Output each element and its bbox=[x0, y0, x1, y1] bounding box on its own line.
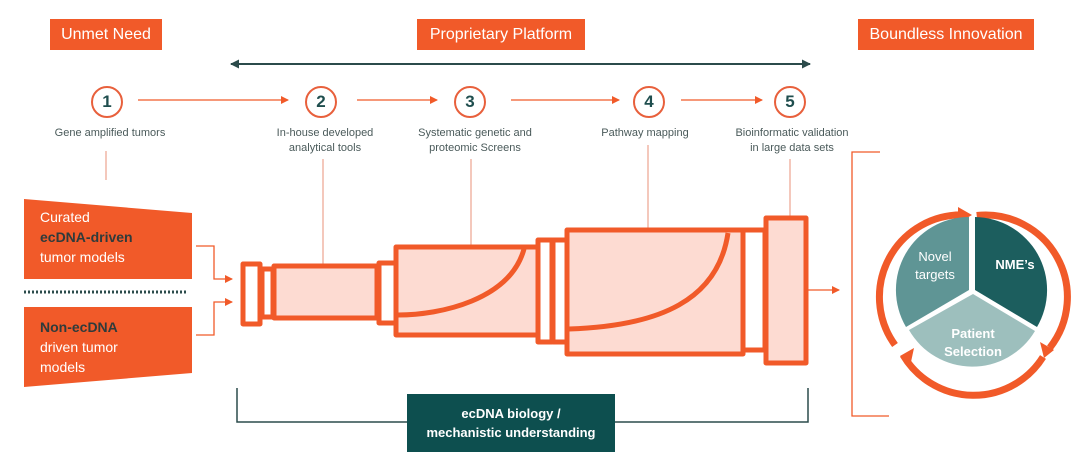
input-ecdna-line3: tumor models bbox=[40, 249, 125, 265]
step-label-3: Systematic genetic and proteomic Screens bbox=[405, 126, 545, 156]
input-trapezoid-ecdna bbox=[24, 199, 192, 279]
input-ecdna-text: Curated ecDNA-driven tumor models bbox=[40, 207, 133, 267]
step-label-2-line2: analytical tools bbox=[288, 142, 362, 154]
step-circle-5: 5 bbox=[774, 86, 806, 118]
cycle-label-nmes: NME’s bbox=[995, 257, 1035, 272]
step-label-1: Gene amplified tumors bbox=[40, 126, 180, 141]
input-arrow-bottom bbox=[196, 298, 233, 336]
bottom-bracket-right bbox=[615, 388, 809, 423]
header-unmet-need: Unmet Need bbox=[50, 19, 162, 50]
step-circle-2: 2 bbox=[305, 86, 337, 118]
cycle-label-patient-line2: Selection bbox=[944, 344, 1002, 359]
input-arrow-top bbox=[196, 245, 233, 283]
ecdna-biology-line2: mechanistic understanding bbox=[426, 425, 596, 440]
cycle-label-patient-selection: Patient Selection bbox=[937, 325, 1009, 361]
cycle-slice-nmes bbox=[975, 217, 1048, 327]
step-circle-4: 4 bbox=[633, 86, 665, 118]
cycle-label-novel-line1: Novel bbox=[918, 249, 952, 264]
step-label-5-line2: in large data sets bbox=[750, 142, 834, 154]
innovation-cycle bbox=[875, 207, 1071, 399]
cycle-label-novel-targets: Novel targets bbox=[905, 248, 965, 284]
step-label-1-line1: Gene amplified tumors bbox=[54, 127, 166, 139]
step-label-2: In-house developed analytical tools bbox=[260, 126, 390, 156]
header-boundless-innovation: Boundless Innovation bbox=[858, 19, 1034, 50]
step-circle-3: 3 bbox=[454, 86, 486, 118]
header-proprietary-platform: Proprietary Platform bbox=[417, 19, 585, 50]
step-label-3-line2: proteomic Screens bbox=[429, 142, 521, 154]
output-bracket bbox=[851, 151, 889, 417]
input-ecdna-line1: Curated bbox=[40, 209, 90, 225]
input-non-ecdna-line3: models bbox=[40, 359, 86, 375]
ecdna-biology-line1: ecDNA biology / bbox=[461, 406, 561, 421]
input-trapezoid-non-ecdna bbox=[24, 307, 192, 387]
step-label-5: Bioinformatic validation in large data s… bbox=[727, 126, 857, 156]
input-non-ecdna-line2: driven tumor bbox=[40, 339, 118, 355]
cycle-label-novel-line2: targets bbox=[915, 267, 955, 282]
input-non-ecdna-line1: Non-ecDNA bbox=[40, 319, 118, 335]
step-label-4-line1: Pathway mapping bbox=[601, 127, 689, 139]
step-circle-1: 1 bbox=[91, 86, 123, 118]
telescope-graphic bbox=[240, 215, 809, 366]
cycle-slice-novel-targets bbox=[895, 216, 969, 327]
cycle-label-patient-line1: Patient bbox=[951, 326, 995, 341]
step-label-2-line1: In-house developed bbox=[276, 127, 374, 139]
input-non-ecdna-text: Non-ecDNA driven tumor models bbox=[40, 317, 118, 377]
step-label-5-line1: Bioinformatic validation bbox=[735, 127, 849, 139]
step-label-4: Pathway mapping bbox=[590, 126, 700, 141]
cycle-slice-patient-selection bbox=[909, 294, 1035, 367]
ecdna-biology-box: ecDNA biology / mechanistic understandin… bbox=[407, 394, 615, 452]
input-ecdna-line2: ecDNA-driven bbox=[40, 229, 133, 245]
bottom-bracket bbox=[236, 388, 407, 423]
step-label-3-line1: Systematic genetic and bbox=[418, 127, 532, 139]
